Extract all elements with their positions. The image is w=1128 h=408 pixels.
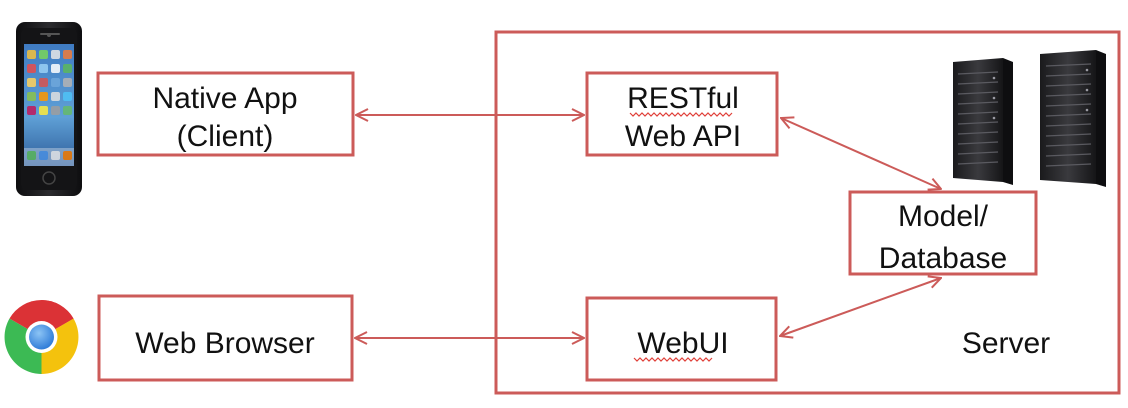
native-app-node: Native App (Client) bbox=[96, 71, 355, 157]
spellcheck-underline bbox=[633, 357, 713, 362]
arrow-restful-api-to-model-database bbox=[781, 118, 941, 189]
spellcheck-underline bbox=[629, 112, 733, 117]
native-app-label-line1: Native App bbox=[152, 82, 297, 115]
restful-api-node: RESTful Web API bbox=[585, 71, 779, 157]
restful-api-label-line1: RESTful bbox=[627, 82, 739, 115]
model-database-box bbox=[848, 190, 1038, 276]
server-container bbox=[494, 30, 1121, 395]
model-database-label-line1: Model/ bbox=[898, 200, 989, 233]
native-app-label-line2: (Client) bbox=[177, 120, 274, 153]
webui-label: WebUI bbox=[637, 327, 728, 360]
webui-box bbox=[585, 296, 778, 382]
web-browser-label: Web Browser bbox=[135, 327, 315, 360]
server-label: Server bbox=[962, 327, 1050, 360]
arrow-webui-to-model-database bbox=[780, 278, 941, 336]
native-app-box bbox=[96, 71, 355, 157]
model-database-node: Model/ Database bbox=[848, 190, 1038, 276]
restful-api-label-line2: Web API bbox=[625, 120, 741, 153]
restful-api-box bbox=[585, 71, 779, 157]
web-browser-box bbox=[97, 294, 354, 382]
server-rack-icon bbox=[953, 50, 1106, 187]
chrome-browser-icon bbox=[4, 300, 79, 374]
model-database-label-line2: Database bbox=[879, 242, 1007, 275]
webui-node: WebUI bbox=[585, 296, 778, 382]
web-browser-node: Web Browser bbox=[97, 294, 354, 382]
smartphone-icon bbox=[16, 22, 82, 196]
